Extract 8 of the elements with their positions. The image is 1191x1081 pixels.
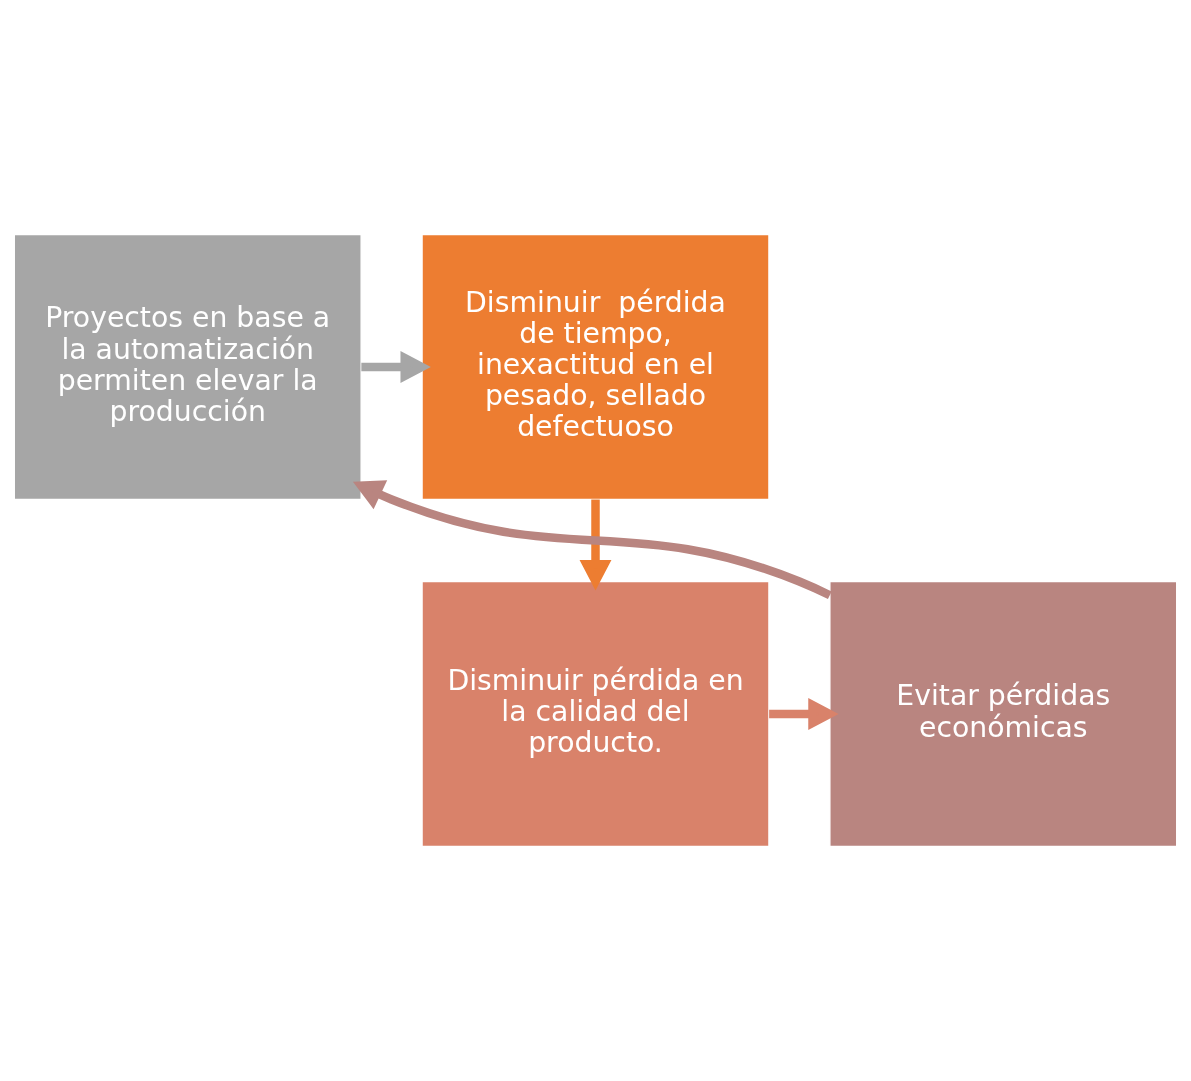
arrow	[579, 499, 612, 591]
node-box: Disminuir pérdida en la calidad del producto.	[421, 580, 770, 848]
node-box: Proyectos en base a la automatización permiten elevar la producción	[13, 233, 362, 501]
arrow	[769, 698, 839, 730]
node-box: Disminuir pérdida de tiempo, inexactitud en el pesado, sellado defectuoso	[421, 233, 770, 501]
arrow	[352, 480, 832, 600]
arrow	[361, 351, 431, 383]
node-box: Evitar pérdidas económicas	[829, 580, 1178, 848]
